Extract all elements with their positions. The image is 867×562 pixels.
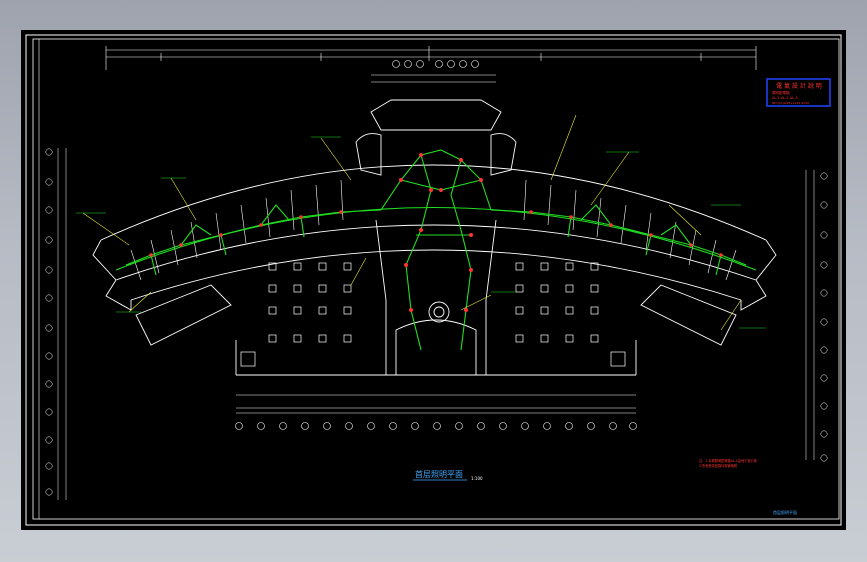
design-stamp: 電 氣 設 計 說 明 照明配電箱 AL-1 AL-2 AL-3 NH-YJV-… xyxy=(766,78,831,107)
floor-plan-drawing: 電 氣 設 計 說 明 照明配電箱 AL-1 AL-2 AL-3 NH-YJV-… xyxy=(25,34,842,526)
lighting-circuits xyxy=(115,149,757,351)
right-axis-grid xyxy=(805,170,828,462)
light-fixtures xyxy=(149,153,723,312)
annotation-leaders xyxy=(82,114,742,331)
design-stamp-line3: NH-YJV-4x25+1x16 SC50 xyxy=(772,101,809,105)
cad-viewport[interactable]: 電 氣 設 計 說 明 照明配電箱 AL-1 AL-2 AL-3 NH-YJV-… xyxy=(21,30,846,530)
design-stamp-box xyxy=(766,78,831,107)
wing-partitions xyxy=(130,179,737,281)
general-note-2: 2.所有燈具回路均穿管暗敷 xyxy=(699,463,738,468)
hall-columns xyxy=(240,262,626,367)
building-walls xyxy=(92,99,777,376)
design-stamp-line1: 照明配電箱 xyxy=(772,90,790,95)
general-note-1: 注：1.本層照明配電箱AL-1由地下室引來 xyxy=(699,458,758,463)
annotation-scribbles xyxy=(76,136,766,329)
design-stamp-line2: AL-1 AL-2 AL-3 xyxy=(772,96,798,100)
inner-sheet-border xyxy=(32,38,840,520)
left-axis-grid xyxy=(45,148,67,500)
design-stamp-title: 電 氣 設 計 說 明 xyxy=(776,82,822,90)
top-dimension-lines xyxy=(105,46,757,70)
outer-sheet-border xyxy=(25,34,842,526)
drawing-title: 首层照明平面 xyxy=(415,469,463,479)
top-axis-bubbles xyxy=(371,60,496,83)
bottom-dimension-lines xyxy=(236,394,636,414)
sheet-label: 首层照明平面 xyxy=(773,509,797,515)
drawing-scale: 1:100 xyxy=(471,476,483,481)
bottom-axis-bubbles xyxy=(235,422,637,430)
